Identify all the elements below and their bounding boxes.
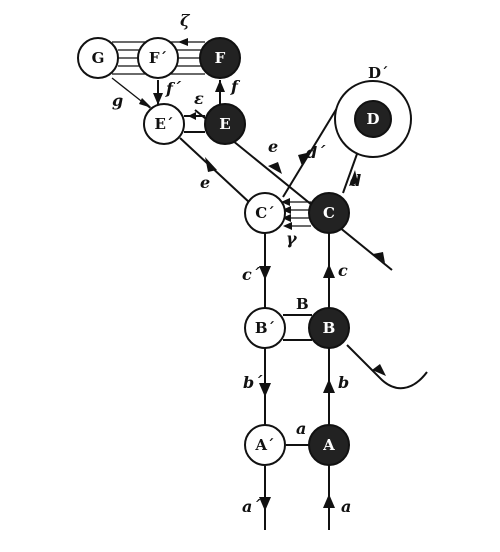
arrow-b-prime	[259, 383, 271, 397]
node-f-label: F	[215, 49, 226, 67]
label-d-prime: d´	[306, 143, 326, 162]
node-g	[77, 37, 119, 79]
node-b	[308, 307, 350, 349]
label-a-bottom: a	[341, 497, 351, 516]
node-f-prime-label: F´	[149, 49, 167, 67]
label-epsilon: ε	[194, 89, 204, 108]
label-gamma: γ	[286, 229, 298, 248]
node-b-label: B	[323, 319, 336, 337]
node-a-label: A	[322, 436, 335, 454]
arrow-b	[323, 379, 335, 393]
node-a-prime	[244, 424, 286, 466]
label-g: g	[112, 91, 123, 110]
label-d-prime-outer: D´	[368, 64, 389, 82]
arrow-d	[349, 170, 358, 186]
node-e	[204, 103, 246, 145]
arrow-g	[139, 98, 152, 108]
node-c-label: C	[323, 204, 335, 222]
node-f-prime	[137, 37, 179, 79]
label-c: c	[338, 261, 348, 280]
arrow-e-upper-bottom	[373, 252, 385, 263]
edge-e-lower	[179, 137, 251, 204]
arrow-a-prime	[259, 497, 271, 511]
arrow-e-upper	[268, 162, 282, 174]
label-d: d	[350, 171, 361, 190]
arrow-f-prime	[153, 93, 163, 105]
arrow-f	[215, 80, 225, 92]
label-a-prime-bottom: a´	[242, 497, 261, 516]
node-b-prime	[244, 307, 286, 349]
node-c-prime	[244, 192, 286, 234]
node-e-label: E	[219, 115, 230, 133]
node-d-label: D	[366, 110, 379, 128]
node-f	[199, 37, 241, 79]
node-c-prime-label: C´	[255, 204, 274, 222]
label-f: f	[230, 77, 241, 96]
label-zeta: ζ	[180, 11, 191, 30]
label-e-lower: e	[200, 173, 210, 192]
node-a-prime-label: A´	[254, 436, 274, 454]
label-f-prime: f´	[165, 79, 182, 98]
label-b-bridge: B	[296, 295, 309, 313]
node-d	[354, 100, 392, 138]
node-a	[308, 424, 350, 466]
arrow-c-prime	[259, 266, 271, 280]
node-e-prime	[143, 103, 185, 145]
arrow-d-prime	[298, 152, 311, 166]
node-b-prime-label: B´	[255, 319, 275, 337]
label-b-prime: b´	[243, 373, 263, 392]
arrow-e-lower	[205, 157, 217, 172]
node-e-prime-label: E´	[155, 115, 174, 133]
label-b: b	[338, 373, 349, 392]
label-a-link: a	[296, 419, 306, 438]
node-c	[308, 192, 350, 234]
label-c-prime: c´	[242, 265, 261, 284]
arrow-a	[323, 494, 335, 508]
arrow-c	[323, 264, 335, 278]
node-g-label: G	[92, 49, 105, 67]
label-e-upper: e	[268, 137, 278, 156]
arrow-b-input	[372, 364, 386, 376]
edge-b-input	[346, 344, 428, 390]
